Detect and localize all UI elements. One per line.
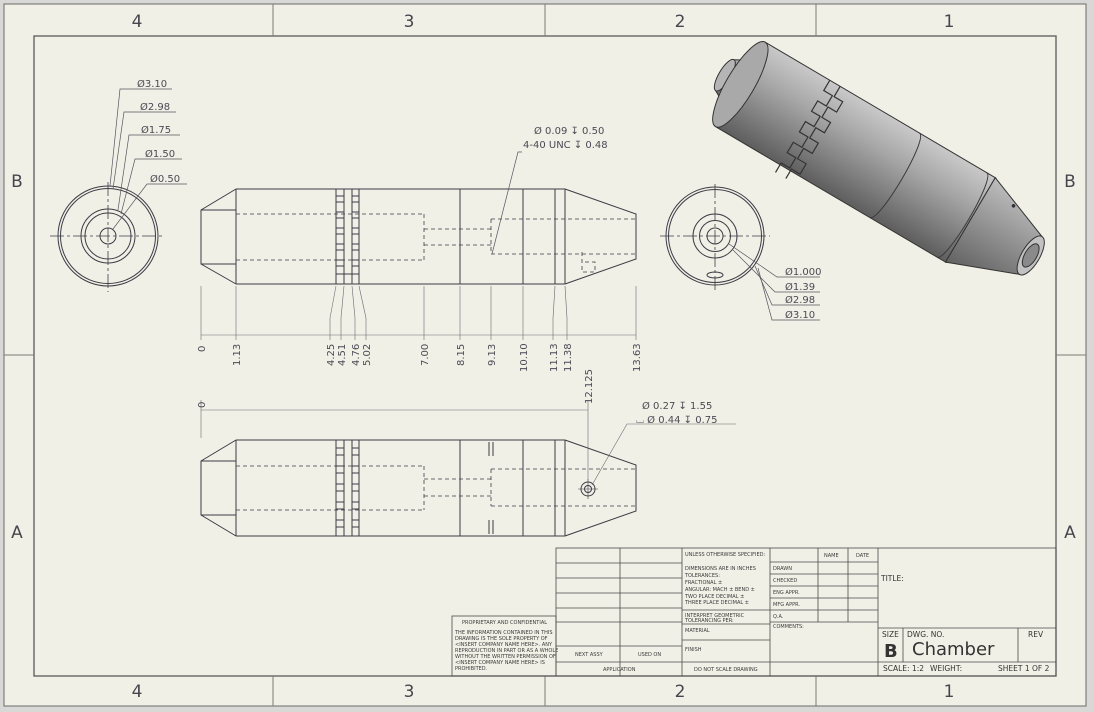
tb-proprietary-line-4: REPRODUCTION IN PART OR AS A WHOLE [455, 648, 558, 654]
tb-rev-label: REV [1028, 630, 1044, 639]
dim-bottom-hole-dia: Ø 0.27 ↧ 1.55 [642, 400, 712, 412]
tb-checked: CHECKED [773, 578, 797, 584]
zone-row-left-a: A [11, 523, 23, 543]
top-view-hole-leader [491, 151, 522, 255]
ord-4-25: 4.25 [326, 344, 337, 366]
ord-7-00: 7.00 [420, 344, 431, 366]
right-end-view [660, 184, 770, 290]
zone-col-top-2: 2 [675, 12, 686, 32]
right-end-view-dimensions [728, 243, 820, 321]
dim-bottom-origin: 0 [197, 402, 208, 408]
tb-tolerancing-per: TOLERANCING PER: [684, 618, 734, 624]
tb-interpret-geometric: INTERPRET GEOMETRIC [685, 613, 745, 619]
zone-col-top-4: 4 [132, 12, 143, 32]
ord-8-15: 8.15 [456, 344, 467, 366]
ord-4-51: 4.51 [337, 344, 348, 366]
dim-right-dia-1-39: Ø1.39 [785, 281, 815, 293]
tb-size-value: B [884, 641, 898, 662]
dim-bottom-counterbore: ⌴ Ø 0.44 ↧ 0.75 [636, 414, 718, 426]
tb-do-not-scale: DO NOT SCALE DRAWING [694, 667, 758, 673]
ord-10-10: 10.10 [519, 343, 530, 372]
dim-right-dia-2-98: Ø2.98 [785, 294, 815, 306]
ord-0: 0 [197, 346, 208, 352]
left-end-view-dimensions [109, 88, 187, 230]
dim-right-dia-3-10: Ø3.10 [785, 309, 815, 321]
tb-proprietary-title: PROPRIETARY AND CONFIDENTIAL [462, 620, 547, 626]
zone-row-left-b: B [11, 172, 23, 192]
left-end-view [50, 182, 165, 292]
tb-proprietary-line-3: <INSERT COMPANY NAME HERE>. ANY [455, 642, 553, 648]
dim-left-dia-2-98: Ø2.98 [140, 101, 170, 113]
tb-proprietary-line-2: DRAWING IS THE SOLE PROPERTY OF [455, 636, 548, 642]
zone-col-bottom-3: 3 [404, 682, 415, 702]
tb-fractional: FRACTIONAL ± [685, 580, 722, 586]
tb-mfg-appr: MFG APPR. [773, 602, 800, 608]
top-view-ordinate-lines [200, 285, 637, 340]
tb-proprietary-line-7: PROHIBITED. [455, 666, 488, 672]
ord-1-13: 1.13 [232, 344, 243, 366]
zone-col-top-3: 3 [404, 12, 415, 32]
zone-col-bottom-4: 4 [132, 682, 143, 702]
ord-9-13: 9.13 [487, 344, 498, 366]
tb-finish: FINISH [685, 647, 702, 653]
tb-angular: ANGULAR: MACH ± BEND ± [685, 587, 755, 593]
tb-proprietary-line-1: THE INFORMATION CONTAINED IN THIS [454, 630, 553, 636]
tb-dwg-no-value: Chamber [912, 639, 995, 660]
tb-eng-appr: ENG APPR. [773, 590, 800, 596]
dim-top-hole-dia: Ø 0.09 ↧ 0.50 [534, 125, 604, 137]
zone-col-bottom-2: 2 [675, 682, 686, 702]
tb-used-on: USED ON [638, 652, 661, 658]
dim-top-thread: 4-40 UNC ↧ 0.48 [523, 140, 608, 151]
zone-row-right-a: A [1064, 523, 1076, 543]
bottom-view-dimensions [200, 400, 736, 486]
zone-ticks [4, 4, 1086, 706]
zone-col-top-1: 1 [944, 12, 955, 32]
dim-left-dia-0-50: Ø0.50 [150, 173, 180, 185]
tb-material: MATERIAL [685, 628, 710, 634]
dim-right-dia-1-000: Ø1.000 [785, 266, 822, 278]
tb-proprietary-line-6: <INSERT COMPANY NAME HERE> IS [455, 660, 545, 666]
zone-labels: 4 3 2 1 4 3 2 1 B A B A [11, 12, 1076, 702]
ord-11-13: 11.13 [549, 343, 560, 372]
tb-sheet: SHEET 1 OF 2 [998, 664, 1050, 673]
bottom-side-view [200, 439, 637, 537]
tb-drawn: DRAWN [773, 566, 792, 572]
tb-next-assy: NEXT ASSY [575, 652, 604, 658]
dim-left-dia-3-10: Ø3.10 [137, 78, 167, 90]
tb-name-header: NAME [824, 553, 839, 559]
tb-size-label: SIZE [882, 630, 899, 639]
dim-bottom-length: 12.125 [584, 369, 595, 404]
tb-title-label: TITLE: [880, 574, 904, 583]
tb-three-place: THREE PLACE DECIMAL ± [684, 600, 749, 606]
top-view-ordinate-labels: 0 1.13 4.25 4.51 4.76 5.02 7.00 8.15 9.1… [197, 343, 643, 372]
title-block [451, 547, 1057, 677]
tb-scale: SCALE: 1:2 [883, 664, 924, 673]
ord-4-76: 4.76 [351, 344, 362, 366]
zone-col-bottom-1: 1 [944, 682, 955, 702]
tb-two-place: TWO PLACE DECIMAL ± [684, 594, 744, 600]
tb-comments: COMMENTS: [773, 624, 804, 630]
dim-left-dia-1-50: Ø1.50 [145, 148, 175, 160]
ord-13-63: 13.63 [632, 343, 643, 372]
tb-dimensions-inches: DIMENSIONS ARE IN INCHES [685, 566, 756, 572]
tb-dwg-no-label: DWG. NO. [907, 630, 944, 639]
tb-application: APPLICATION [603, 667, 636, 673]
tb-tolerances: TOLERANCES: [684, 573, 720, 579]
tb-unless-specified: UNLESS OTHERWISE SPECIFIED: [685, 552, 765, 558]
isometric-part-view [712, 41, 1045, 276]
tb-qa: Q.A. [773, 614, 784, 620]
zone-row-right-b: B [1064, 172, 1076, 192]
tb-date-header: DATE [856, 553, 869, 559]
tb-weight: WEIGHT: [930, 664, 962, 673]
ord-11-38: 11.38 [563, 343, 574, 372]
sheet-paper [3, 3, 1087, 707]
top-side-view [200, 188, 637, 285]
ord-5-02: 5.02 [362, 344, 373, 366]
tb-proprietary-line-5: WITHOUT THE WRITTEN PERMISSION OF [455, 654, 556, 660]
dim-left-dia-1-75: Ø1.75 [141, 124, 171, 136]
